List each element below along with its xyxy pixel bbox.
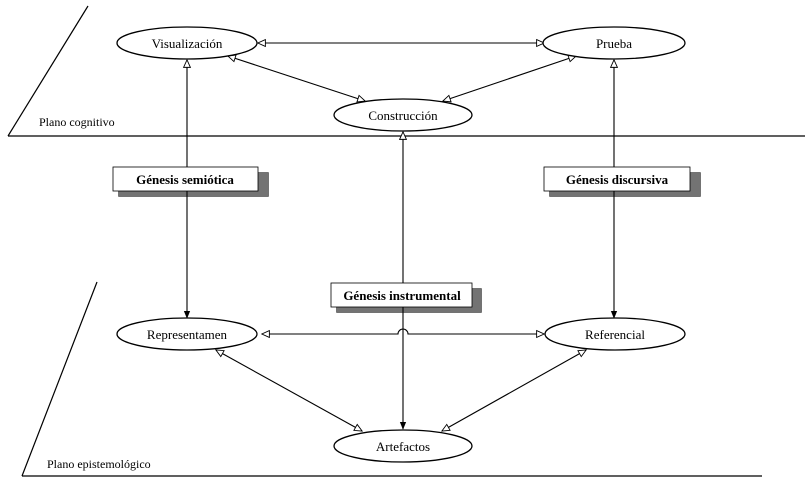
node-construccion: Construcción bbox=[333, 98, 473, 132]
genesis-discursiva-box: Génesis discursiva bbox=[543, 166, 701, 197]
node-prueba-ellipse bbox=[542, 26, 686, 60]
node-visualizacion: Visualización bbox=[116, 26, 258, 60]
epistemological-plane-slant-edge bbox=[21, 281, 98, 477]
node-representamen: Representamen bbox=[116, 317, 258, 351]
node-referencial-label: Referencial bbox=[585, 327, 645, 342]
node-representamen-ellipse bbox=[116, 317, 258, 351]
cognitive-plane-slant-edge bbox=[7, 5, 89, 137]
node-representamen-label: Representamen bbox=[147, 327, 228, 342]
node-artefactos-ellipse bbox=[333, 429, 473, 463]
genesis-discursiva-label: Génesis discursiva bbox=[566, 172, 669, 187]
node-visualizacion-ellipse bbox=[116, 26, 258, 60]
connector-prueba-construccion bbox=[443, 56, 576, 101]
node-artefactos-label: Artefactos bbox=[376, 439, 430, 454]
cognitive-plane-label: Plano cognitivo bbox=[39, 115, 115, 129]
genesis-semiotica-box: Génesis semiótica bbox=[112, 166, 269, 197]
genesis-instrumental-label: Génesis instrumental bbox=[343, 288, 461, 303]
node-referencial: Referencial bbox=[544, 317, 686, 351]
node-prueba: Prueba bbox=[542, 26, 686, 60]
epistemological-plane: Plano epistemológico bbox=[21, 281, 762, 477]
node-artefactos: Artefactos bbox=[333, 429, 473, 463]
node-referencial-ellipse bbox=[544, 317, 686, 351]
connector-referencial-artefactos bbox=[442, 350, 586, 431]
genesis-instrumental-box: Génesis instrumental bbox=[330, 282, 482, 313]
node-visualizacion-label: Visualización bbox=[152, 36, 223, 51]
connector-representamen-artefactos bbox=[216, 350, 362, 431]
node-construccion-label: Construcción bbox=[368, 108, 438, 123]
node-construccion-ellipse bbox=[333, 98, 473, 132]
node-prueba-label: Prueba bbox=[596, 36, 632, 51]
connector-visualizacion-construccion bbox=[228, 56, 365, 101]
genesis-semiotica-label: Génesis semiótica bbox=[136, 172, 234, 187]
epistemological-plane-label: Plano epistemológico bbox=[47, 457, 151, 471]
